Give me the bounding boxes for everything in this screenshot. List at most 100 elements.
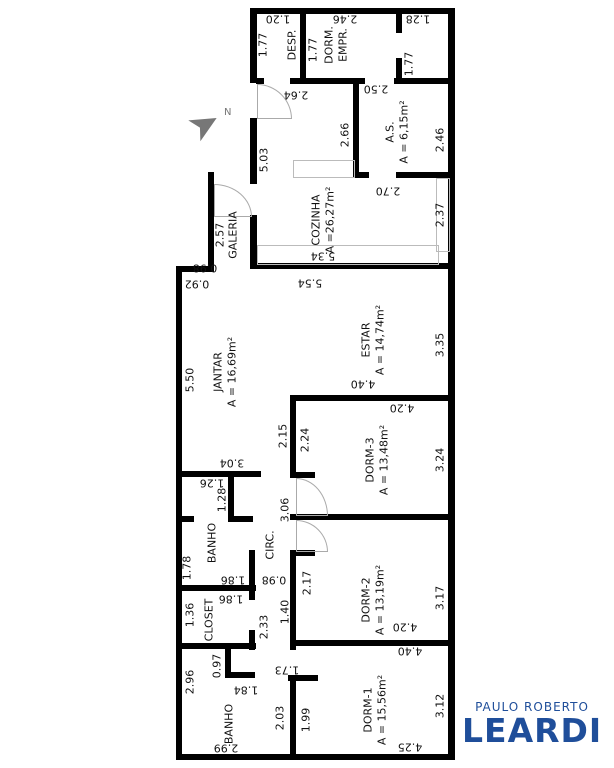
wall: [288, 675, 318, 681]
wall: [225, 672, 255, 678]
room-name: DORM-1: [361, 687, 375, 733]
dimension-label: 1.78: [180, 555, 194, 581]
wall: [250, 263, 455, 269]
room-area: A = 13,19m²: [373, 564, 386, 636]
dimension-label: 2.70: [375, 184, 401, 198]
wall: [176, 471, 261, 477]
dimension-label: 4.40: [397, 644, 423, 658]
north-compass-icon: ➤: [179, 96, 229, 152]
kitchen-counter: [257, 245, 439, 265]
room-area: A = 15,56m²: [375, 674, 388, 746]
kitchen-counter: [293, 160, 355, 178]
wall: [353, 172, 369, 178]
dimension-label: 4.25: [397, 740, 423, 754]
dimension-label: 1.40: [278, 599, 292, 625]
room-desp: DESP.: [285, 29, 299, 61]
wall: [250, 8, 455, 14]
wall: [353, 82, 359, 178]
dimension-label: 2.46: [433, 127, 447, 153]
dimension-label: 1.77: [402, 51, 416, 77]
dimension-label: 5.50: [183, 367, 197, 393]
wall: [249, 550, 255, 600]
wall: [290, 472, 315, 478]
dimension-label: 1.99: [299, 707, 313, 733]
wall: [256, 78, 264, 84]
wall: [396, 172, 454, 178]
brand-logo: PAULO ROBERTO LEARDI: [462, 700, 602, 747]
wall: [176, 643, 256, 649]
dimension-label: 1.28: [215, 487, 229, 513]
dimension-label: 2.24: [298, 427, 312, 453]
dimension-label: 2.96: [183, 669, 197, 695]
dimension-label: 4.40: [350, 377, 376, 391]
dimension-label: 4.20: [389, 401, 415, 415]
wall: [290, 675, 296, 760]
dimension-label: 5.03: [257, 147, 271, 173]
room-name: DORM.: [322, 26, 336, 64]
dimension-label: 0.98: [192, 261, 218, 275]
room-area: A = 14,74m²: [373, 304, 386, 376]
room-banho: BANHO: [222, 703, 236, 745]
dimension-label: 2.57: [213, 222, 227, 248]
dimension-label: 2.33: [257, 614, 271, 640]
dimension-label: 0.98: [261, 573, 287, 587]
dimension-label: 4.20: [392, 620, 418, 634]
wall: [396, 8, 402, 33]
wall: [250, 8, 257, 83]
wall: [290, 395, 296, 477]
wall: [208, 172, 214, 269]
room-name: DORM-2: [359, 577, 373, 623]
door-arc: [296, 478, 328, 516]
wall: [176, 266, 214, 272]
dimension-label: 1.36: [183, 602, 197, 628]
wall: [228, 516, 253, 522]
wall: [394, 78, 454, 84]
dimension-label: 2.46: [332, 12, 358, 26]
room-banho: BANHO: [205, 522, 219, 564]
wall: [290, 78, 365, 84]
wall: [300, 8, 306, 80]
kitchen-counter: [436, 178, 450, 252]
dimension-label: 3.24: [433, 447, 447, 473]
wall: [396, 58, 402, 80]
wall: [290, 550, 315, 556]
wall: [250, 118, 257, 184]
dimension-label: 0.97: [210, 653, 224, 679]
room-name: EMPR.: [336, 28, 349, 62]
dimension-label: 2.37: [433, 202, 447, 228]
room-closet: CLOSET: [202, 598, 216, 642]
room-circ: CIRC.: [263, 530, 277, 560]
dimension-label: 5.54: [297, 276, 323, 290]
wall: [228, 471, 234, 521]
dimension-label: 3.04: [219, 456, 245, 470]
dimension-label: 5.34: [310, 249, 336, 263]
room-area: A = 13,48m²: [377, 424, 390, 496]
logo-line-1: PAULO ROBERTO: [475, 700, 589, 714]
wall: [290, 550, 296, 650]
dimension-label: 0.92: [184, 277, 210, 291]
door-arc: [296, 520, 328, 552]
wall: [225, 648, 231, 678]
dimension-label: 1.77: [306, 37, 320, 63]
wall: [176, 516, 194, 522]
room-name: JANTAR: [211, 352, 225, 392]
wall: [176, 754, 455, 760]
dimension-label: 1.86: [218, 592, 244, 606]
logo-line-2: LEARDI: [462, 711, 603, 750]
room-name: DORM-3: [363, 437, 377, 483]
dimension-label: 2.03: [273, 705, 287, 731]
dimension-label: 2.15: [276, 423, 290, 449]
room-area: A = 16,69m²: [225, 336, 238, 408]
room-name: COZINHA: [309, 194, 323, 246]
wall: [290, 514, 455, 520]
room-area: A = 6,15m²: [397, 100, 410, 164]
dimension-label: 3.17: [433, 585, 447, 611]
wall: [176, 585, 256, 591]
dimension-label: 2.99: [213, 741, 239, 755]
